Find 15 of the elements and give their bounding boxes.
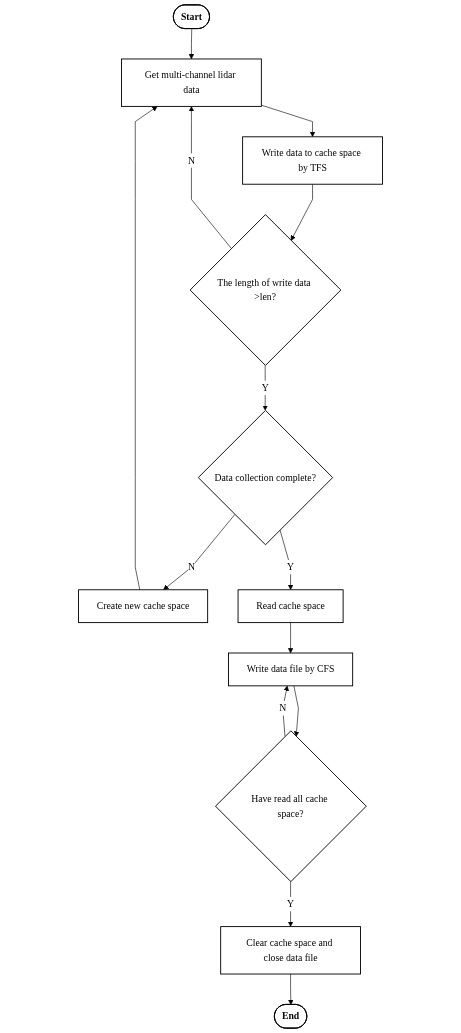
edge-label: Y xyxy=(261,382,269,393)
node-box: Clear cache space and close data file xyxy=(220,926,361,975)
edge-label: N xyxy=(279,702,287,714)
edge-label: Y xyxy=(287,898,295,909)
node-diamond: Data collection complete? xyxy=(197,409,334,546)
edge-label: N xyxy=(187,155,195,166)
node-box: Read cache space xyxy=(237,589,344,624)
node-box: Write data file by CFS xyxy=(228,652,354,687)
edge-label: N xyxy=(187,561,195,573)
node-box: Get multi-channel lidar data xyxy=(121,58,262,107)
node-diamond: The length of write data >len? xyxy=(189,214,342,366)
node-diamond: Have read all cache space? xyxy=(215,730,367,883)
edge-label: Y xyxy=(287,561,295,573)
node-box: Create new cache space xyxy=(78,589,209,624)
node-box: Write data to cache space by TFS xyxy=(242,136,383,185)
